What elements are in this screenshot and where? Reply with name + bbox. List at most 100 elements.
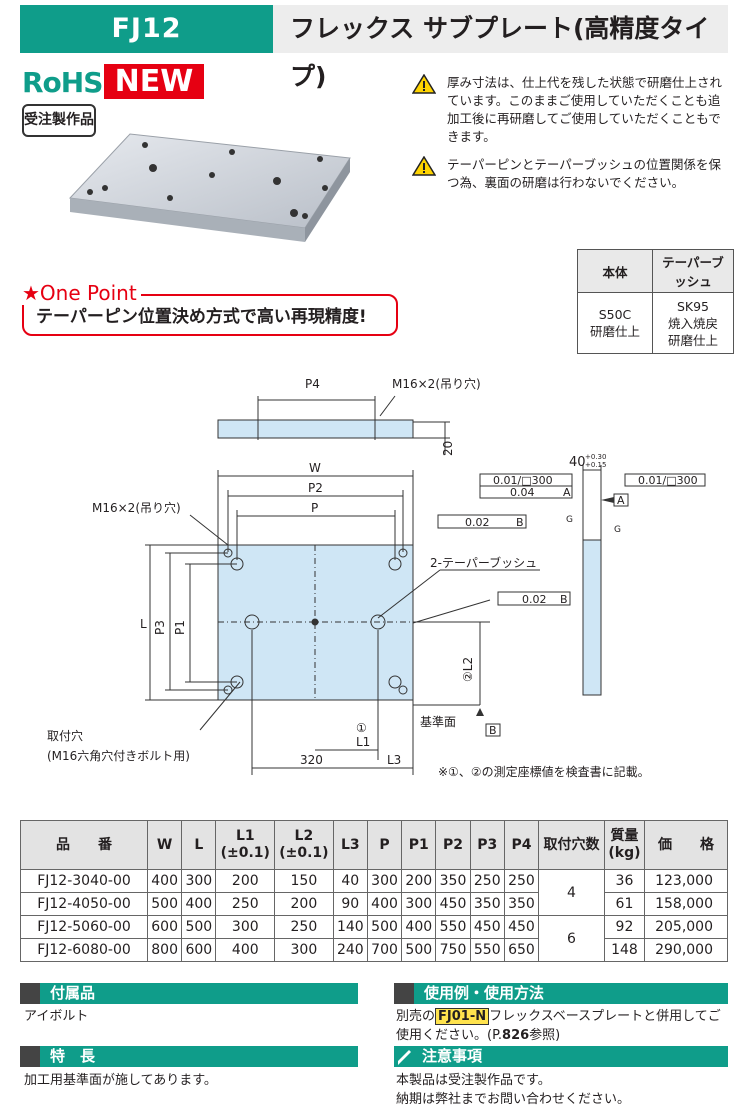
cell-part: FJ12-4050-00 xyxy=(20,892,148,916)
cell-l2: 200 xyxy=(274,892,334,916)
pencil-icon xyxy=(394,1046,416,1067)
warning-1-text: 厚み寸法は、仕上代を残した状態で研磨仕上されています。このままご使用していただく… xyxy=(447,75,723,144)
cell-p3: 550 xyxy=(469,938,505,962)
cell-l: 400 xyxy=(181,892,217,916)
usage-pre: 別売の xyxy=(396,1009,436,1024)
bar-marker xyxy=(394,983,414,1004)
cell-mass: 148 xyxy=(603,938,646,962)
dim-p2: P2 xyxy=(308,481,323,495)
cell-p: 400 xyxy=(366,892,403,916)
warning-icon xyxy=(412,74,436,94)
dim-l2: ②L2 xyxy=(461,657,475,682)
tol-flat-right: 0.01/□300 xyxy=(638,474,698,487)
material-header-bush: テーパーブッシュ xyxy=(652,249,734,293)
section-usage-bar: 使用例・使用方法 xyxy=(394,983,728,1004)
cell-price: 290,000 xyxy=(644,938,728,962)
warning-2-text: テーパーピンとテーパーブッシュの位置関係を保つ為、裏面の研磨は行わないでください… xyxy=(447,157,722,190)
table-row: FJ12-3040-00 400 300 200 150 40 300 200 … xyxy=(20,869,728,916)
page-title: フレックス サブプレート(高精度タイプ) xyxy=(290,14,710,91)
cell-part: FJ12-5060-00 xyxy=(20,915,148,939)
table-row: FJ12-6080-00 800 600 400 300 240 700 500… xyxy=(20,938,728,962)
ref-b-3: B xyxy=(489,724,497,737)
dim-p: P xyxy=(311,501,318,515)
bar-marker xyxy=(20,983,40,1004)
cell-p1: 500 xyxy=(401,938,437,962)
cell-w: 500 xyxy=(146,892,183,916)
warning-2: テーパーピンとテーパーブッシュの位置関係を保つ為、裏面の研磨は行わないでください… xyxy=(412,156,732,192)
th-p2: P2 xyxy=(435,820,471,870)
th-part: 品 番 xyxy=(20,820,148,870)
cell-mass: 92 xyxy=(603,915,646,939)
th-p3: P3 xyxy=(469,820,505,870)
cell-mass: 61 xyxy=(603,892,646,916)
dim-thickness-upper: +0.30 xyxy=(585,453,606,461)
cell-mass: 36 xyxy=(603,869,646,893)
cell-p: 700 xyxy=(366,938,403,962)
cell-price: 205,000 xyxy=(644,915,728,939)
cell-p4: 250 xyxy=(503,869,540,893)
cell-l3: 140 xyxy=(332,915,368,939)
usage-product-tag[interactable]: FJ01-N xyxy=(435,1008,490,1025)
cell-p1: 200 xyxy=(401,869,437,893)
bar-marker xyxy=(20,1046,40,1067)
th-price: 価 格 xyxy=(644,820,728,870)
dim-l1: L1 xyxy=(356,735,370,749)
cell-price: 158,000 xyxy=(644,892,728,916)
ref-a-2: A xyxy=(617,494,625,507)
section-usage-title: 使用例・使用方法 xyxy=(424,984,545,1002)
section-notes-title: 注意事項 xyxy=(422,1047,483,1065)
cell-l1: 300 xyxy=(215,915,276,939)
cell-p4: 450 xyxy=(503,915,540,939)
cell-l2: 250 xyxy=(274,915,334,939)
technical-drawing: P4 M16×2(吊り穴) 20 W P2 P M16×2(吊り穴) 2-テーパ… xyxy=(47,376,706,779)
cell-l1: 200 xyxy=(215,869,276,893)
cell-part: FJ12-3040-00 xyxy=(20,869,148,893)
th-p: P xyxy=(366,820,403,870)
th-l1: L1 (±0.1) xyxy=(215,820,276,870)
cell-l3: 240 xyxy=(332,938,368,962)
cell-p3: 350 xyxy=(469,892,505,916)
cell-p: 500 xyxy=(366,915,403,939)
th-l3: L3 xyxy=(332,820,368,870)
cell-p3: 450 xyxy=(469,915,505,939)
section-features-title: 特 長 xyxy=(50,1047,96,1065)
cell-w: 800 xyxy=(146,938,183,962)
warning-icon xyxy=(412,156,436,176)
table-row: FJ12-5060-00 600 500 300 250 140 500 400… xyxy=(20,915,728,962)
label-mount-hole-1: 取付穴 xyxy=(47,728,83,743)
dim-l1-num: ① xyxy=(356,721,367,735)
dim-w: W xyxy=(309,461,321,475)
cell-holes: 6 xyxy=(538,915,605,962)
tol-parallel-2: 0.02 xyxy=(522,593,547,606)
dim-p4: P4 xyxy=(305,377,320,391)
drawing-note: ※①、②の測定座標値を検査書に記載。 xyxy=(438,764,650,779)
cell-p4: 350 xyxy=(503,892,540,916)
ref-b-1: B xyxy=(516,516,524,529)
usage-post: フレックスベースプレートと併用してご使用ください。(P. xyxy=(396,1009,721,1043)
product-code: FJ12 xyxy=(20,5,273,53)
tol-perp: 0.02 xyxy=(465,516,490,529)
features-text: 加工用基準面が施してあります。 xyxy=(24,1073,217,1088)
cell-p3: 250 xyxy=(469,869,505,893)
section-accessories-bar: 付属品 xyxy=(20,983,358,1004)
cell-l1: 250 xyxy=(215,892,276,916)
usage-page-ref[interactable]: 826 xyxy=(502,1028,530,1043)
rough-g-left: G xyxy=(566,515,573,525)
warning-1: 厚み寸法は、仕上代を残した状態で研磨仕上されています。このままご使用していただく… xyxy=(412,74,732,146)
side-view-right xyxy=(582,539,602,696)
cell-part: FJ12-6080-00 xyxy=(20,938,148,962)
dim-l: L xyxy=(140,617,147,631)
cell-p1: 400 xyxy=(401,915,437,939)
material-header-body: 本体 xyxy=(577,249,653,293)
cell-holes: 4 xyxy=(538,869,605,916)
spec-table: 品 番 W L L1 (±0.1) L2 (±0.1) L3 P P1 P2 P… xyxy=(20,820,728,962)
cell-l1: 400 xyxy=(215,938,276,962)
material-table: 本体 テーパーブッシュ S50C 研磨仕上 SK95 焼入焼戻 研磨仕上 xyxy=(577,249,734,354)
ref-b-2: B xyxy=(560,593,568,606)
section-notes-bar: 注意事項 xyxy=(394,1046,728,1067)
cell-l2: 150 xyxy=(274,869,334,893)
cell-p1: 300 xyxy=(401,892,437,916)
cell-l: 300 xyxy=(181,869,217,893)
ref-a-1: A xyxy=(563,486,571,499)
